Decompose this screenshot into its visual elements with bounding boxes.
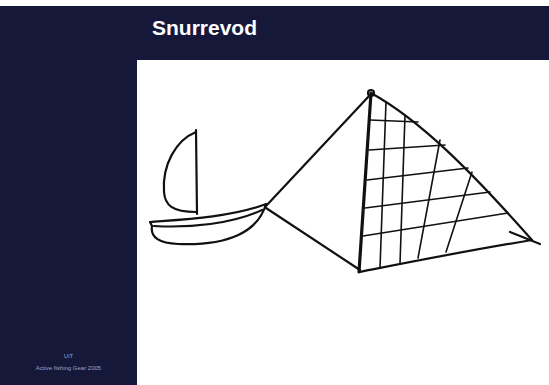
boat-hull (150, 204, 266, 244)
side-panel (0, 6, 137, 385)
net-lower (359, 240, 532, 272)
footer-note: UiT (4, 352, 133, 360)
sail (164, 132, 196, 212)
net-mouth (359, 93, 371, 272)
net-upper (371, 93, 532, 240)
hull-line (154, 210, 262, 226)
codend (510, 232, 540, 244)
warp-line (266, 208, 360, 270)
warp-line (266, 95, 370, 206)
mast (196, 130, 197, 214)
footer-note: Active fishing Gear 2005 (4, 364, 133, 372)
net-mesh (363, 102, 508, 268)
slide-title: Snurrevod (152, 16, 257, 40)
